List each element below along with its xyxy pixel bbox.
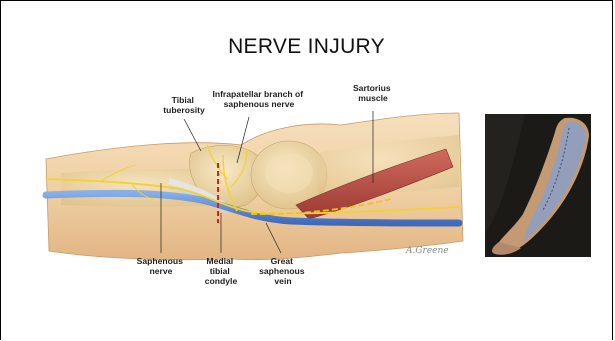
label-saphenous-nerve: Saphenous nerve	[137, 256, 186, 276]
slide-title: NERVE INJURY	[1, 35, 612, 59]
label-infrapatellar-branch: Infrapatellar branch of saphenous nerve	[212, 89, 305, 109]
label-great-saphenous-vein: Great saphenous vein	[259, 256, 307, 286]
draped-leg-photo	[485, 114, 591, 257]
artist-signature: A.Greene	[405, 246, 449, 256]
label-tibial-tuberosity: Tibial tuberosity	[163, 95, 205, 115]
label-sartorius-muscle: Sartorius muscle	[353, 83, 393, 103]
label-medial-tibial-condyle: Medial tibial condyle	[205, 256, 238, 286]
knee-anatomy-illustration: Tibial tuberosity Infrapatellar branch o…	[41, 83, 466, 298]
